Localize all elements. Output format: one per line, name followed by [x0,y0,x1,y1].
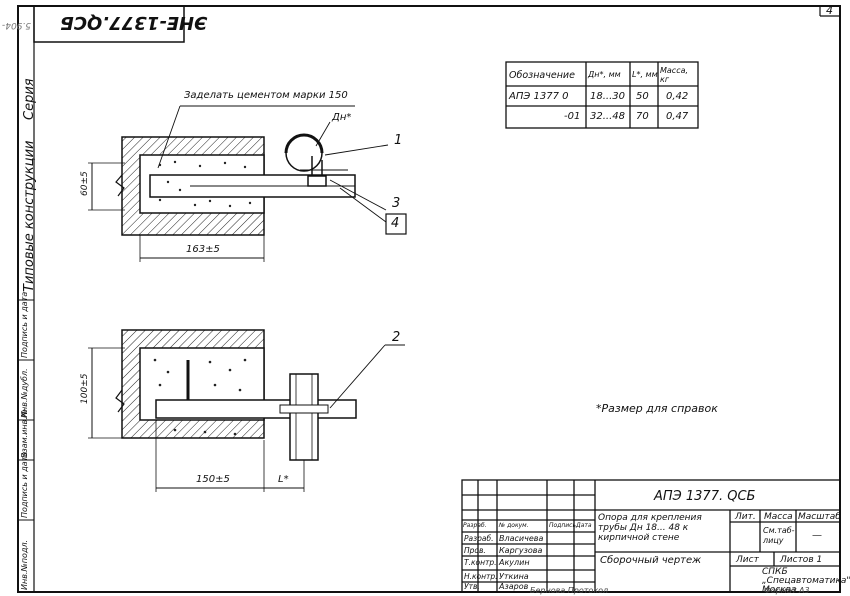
org-name: СПКБ „Спецавтоматика" Москва [762,567,850,595]
dim-top-vertical: 60±5 [80,171,90,196]
staff-role-2: Т.контр. [464,558,497,567]
staff-name-1: Каргузова [499,546,543,555]
format-label: Формат А3 [764,586,810,595]
spec-header-mass: Масса, кг [660,66,689,84]
staff-role-3: Н.контр. [464,572,498,581]
spec-header-dn: Дн*, мм [588,70,621,79]
staff-header-0: Разраб. [463,522,487,529]
staff-role-1: Пров. [464,546,486,555]
spec-header-designation: Обозначение [509,70,575,81]
sheet-label: Лист [736,555,759,565]
drawing-subtitle: Сборочный чертеж [600,555,702,566]
staff-role-0: Разраб. [464,534,494,543]
doc-code: АПЭ 1377. QСБ [654,489,756,504]
callout-3: 3 [392,196,401,211]
bottom-line: Бернова Протокол [530,586,609,595]
staff-role-4: Утв. [464,582,480,591]
spec-r2-mass: 0,47 [666,111,689,122]
scale-value: — [812,530,822,541]
dim-top-horizontal: 163±5 [186,244,220,255]
stamp-digits: 5.904- [2,20,32,30]
sheets-label: Листов 1 [780,555,823,565]
cement-note: Заделать цементом марки 150 [184,90,348,101]
dim-bottom-horizontal: 150±5 [196,474,230,485]
spec-header-l: L*, мм [632,70,658,79]
spec-r1-dn: 18...30 [590,91,625,102]
staff-header-2: Подпись [549,522,576,529]
mass-value: См.таб-лицу [763,526,795,545]
drawing-title: Опора для крепления трубы Дн 18... 48 к … [598,513,702,543]
lit-label: Лит. [735,512,756,522]
strip-label-4: Инв.№дубл. [20,368,29,418]
dim-bottom-vertical: 100±5 [80,373,90,404]
spec-r1-l: 50 [636,91,649,102]
spec-r2-dn: 32...48 [590,111,625,122]
typical-label: Типовые конструкции [22,140,37,292]
scale-label: Масштаб [798,512,841,522]
sheet-number: 4 [826,4,833,17]
staff-name-0: Власичева [499,534,544,543]
series-label: Серия [22,78,37,120]
staff-header-1: № докум. [499,522,529,529]
bottom-view [88,329,405,492]
dim-bottom-L: L* [278,474,289,485]
strip-label-1: Инв.№подл. [20,539,29,590]
dn-marker: Дн* [332,112,352,123]
stamp-code: ЭНЕ-1377.QСБ [60,12,208,33]
staff-name-2: Акулин [499,558,530,567]
spec-r2-l: 70 [636,111,649,122]
spec-r2-designation: -01 [564,111,581,122]
strip-label-2: Подпись и дата [20,451,29,518]
staff-header-3: Дата [576,522,592,529]
mass-label: Масса [764,512,793,522]
callout-1: 1 [394,133,403,148]
staff-name-3: Уткина [499,572,529,581]
sheet-frame [17,5,841,593]
spec-table-grid [505,61,699,129]
spec-r1-mass: 0,42 [666,91,689,102]
callout-2: 2 [392,330,401,345]
reference-note: *Размер для справок [596,402,718,415]
strip-label-5: Подпись и дата [20,291,29,358]
staff-name-4: Азаров [499,582,529,591]
callout-4: 4 [391,216,400,231]
top-view [88,105,407,262]
title-block-grid [461,479,841,593]
spec-r1-designation: АПЭ 1377 0 [509,91,569,102]
